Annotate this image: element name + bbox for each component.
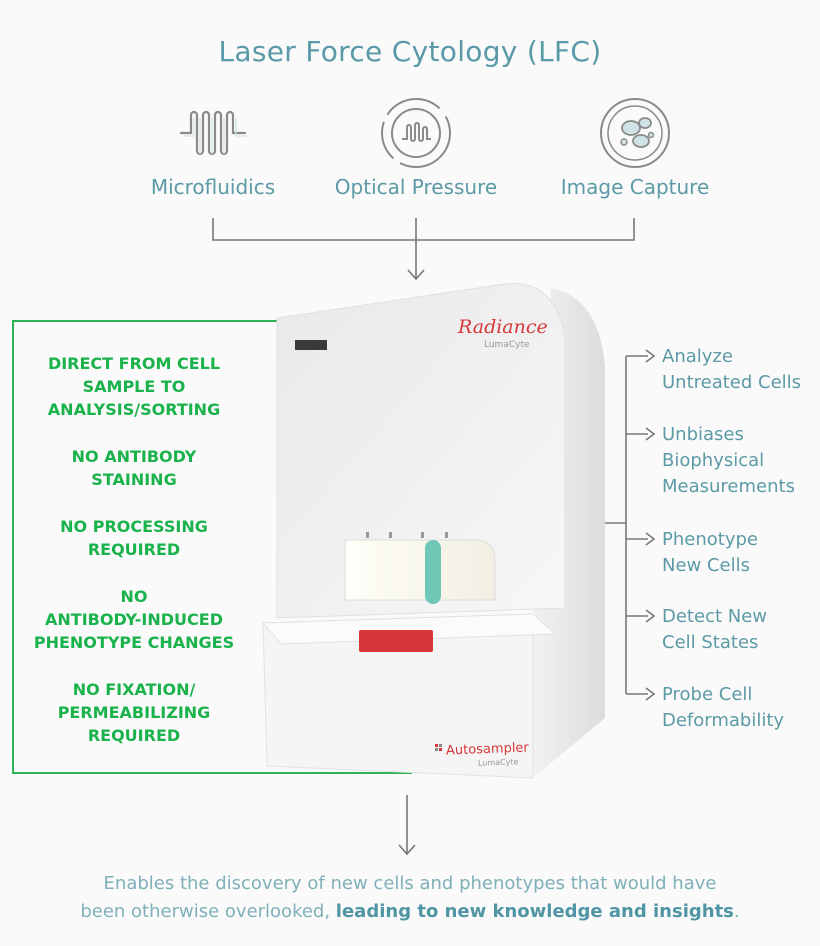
image-capture-icon	[600, 98, 670, 168]
outcome-item: Probe Cell Deformability	[662, 684, 785, 731]
outcome-item: Detect New Cell States	[662, 606, 768, 653]
module-name: Autosampler	[445, 740, 530, 759]
benefits-frame	[12, 320, 412, 774]
benefit-item: NO PROCESSING REQUIRED	[60, 517, 208, 559]
footer-line-2-end: .	[733, 901, 740, 922]
feature-label: Image Capture	[560, 175, 710, 199]
module-subtitle: LumaCyte	[477, 757, 519, 768]
outcome-item: Phenotype New Cells	[662, 529, 758, 576]
page-title: Laser Force Cytology (LFC)	[218, 35, 602, 68]
feature-label: Microfluidics	[150, 175, 276, 199]
sensor-panel	[295, 340, 327, 350]
benefit-item: NO FIXATION/ PERMEABILIZING REQUIRED	[57, 680, 211, 745]
autosampler-logo-icon	[435, 744, 442, 751]
feature-label: Optical Pressure	[334, 175, 498, 199]
footer-statement: Enables the discovery of new cells and p…	[0, 870, 820, 926]
benefits-list: DIRECT FROM CELL SAMPLE TO ANALYSIS/SORT…	[14, 352, 254, 771]
microfluidics-icon	[179, 110, 247, 156]
feature-image-capture: Image Capture	[535, 95, 735, 199]
footer-highlight: leading to new knowledge and insights	[335, 901, 734, 922]
footer-line-2: been otherwise overlooked, leading to ne…	[0, 898, 820, 926]
status-display	[359, 630, 433, 652]
outcome-item: Unbiases Biophysical Measurements	[662, 424, 795, 497]
benefit-item: NO ANTIBODY STAINING	[71, 447, 197, 489]
footer-line-2-plain: been otherwise overlooked,	[80, 901, 336, 922]
feature-optical-pressure: Optical Pressure	[316, 95, 516, 199]
benefit-item: DIRECT FROM CELL SAMPLE TO ANALYSIS/SORT…	[47, 354, 221, 419]
outcome-item: Analyze Untreated Cells	[662, 346, 802, 393]
footer-line-1: Enables the discovery of new cells and p…	[103, 873, 717, 894]
benefit-item: NO ANTIBODY-INDUCED PHENOTYPE CHANGES	[33, 587, 235, 652]
optical-pressure-icon	[381, 98, 451, 168]
feature-microfluidics: Microfluidics	[113, 95, 313, 199]
radiance-instrument	[261, 282, 605, 779]
brand-subtitle: LumaCyte	[484, 340, 530, 350]
brand-name: Radiance	[458, 316, 548, 338]
